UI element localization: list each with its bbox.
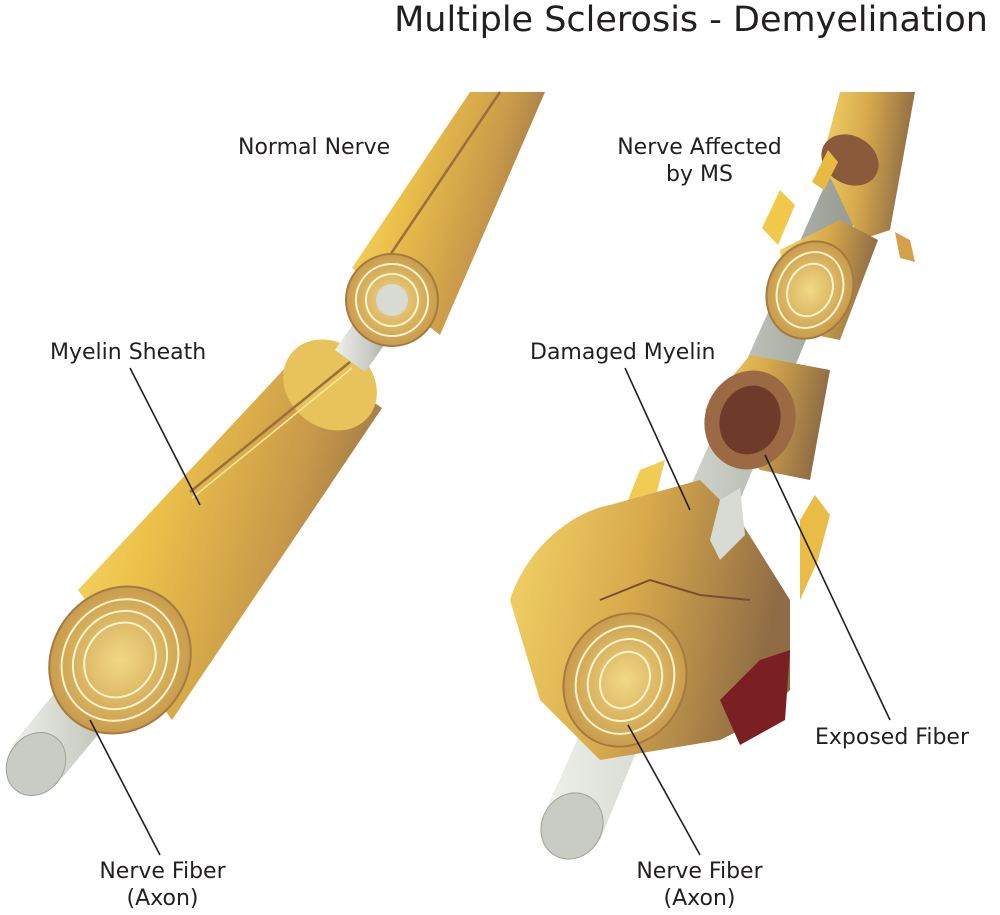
label-nerve-affected-line2: by MS xyxy=(666,162,733,187)
label-nerve-fiber-right-line2: (Axon) xyxy=(663,886,736,911)
label-damaged-myelin: Damaged Myelin xyxy=(530,340,716,365)
label-nerve-affected: Nerve Affected by MS xyxy=(612,134,787,188)
label-nerve-fiber-left: Nerve Fiber (Axon) xyxy=(95,858,230,912)
label-nerve-fiber-right-line1: Nerve Fiber xyxy=(636,859,763,884)
leader-damaged-myelin xyxy=(624,367,691,511)
right-myelin-ring-upper xyxy=(765,220,878,340)
label-exposed-fiber: Exposed Fiber xyxy=(815,725,970,750)
diagram-title: Multiple Sclerosis - Demyelination xyxy=(394,0,988,40)
label-nerve-affected-line1: Nerve Affected xyxy=(617,135,782,160)
right-myelin-lower-damaged xyxy=(510,480,790,760)
leader-lines xyxy=(89,367,891,856)
leader-nerve-fiber-right xyxy=(627,724,701,856)
leader-exposed-fiber xyxy=(764,454,891,721)
right-myelin-top xyxy=(762,92,915,262)
leader-nerve-fiber-left xyxy=(89,719,161,856)
label-nerve-fiber-left-line2: (Axon) xyxy=(126,886,199,911)
label-nerve-fiber-right: Nerve Fiber (Axon) xyxy=(632,858,767,912)
label-myelin-sheath: Myelin Sheath xyxy=(50,340,207,365)
leader-myelin-sheath xyxy=(129,367,201,506)
left-myelin-segment-lower xyxy=(48,339,382,735)
label-nerve-fiber-left-line1: Nerve Fiber xyxy=(99,859,226,884)
left-myelin-segment-upper xyxy=(345,91,545,347)
label-normal-nerve: Normal Nerve xyxy=(238,135,391,160)
